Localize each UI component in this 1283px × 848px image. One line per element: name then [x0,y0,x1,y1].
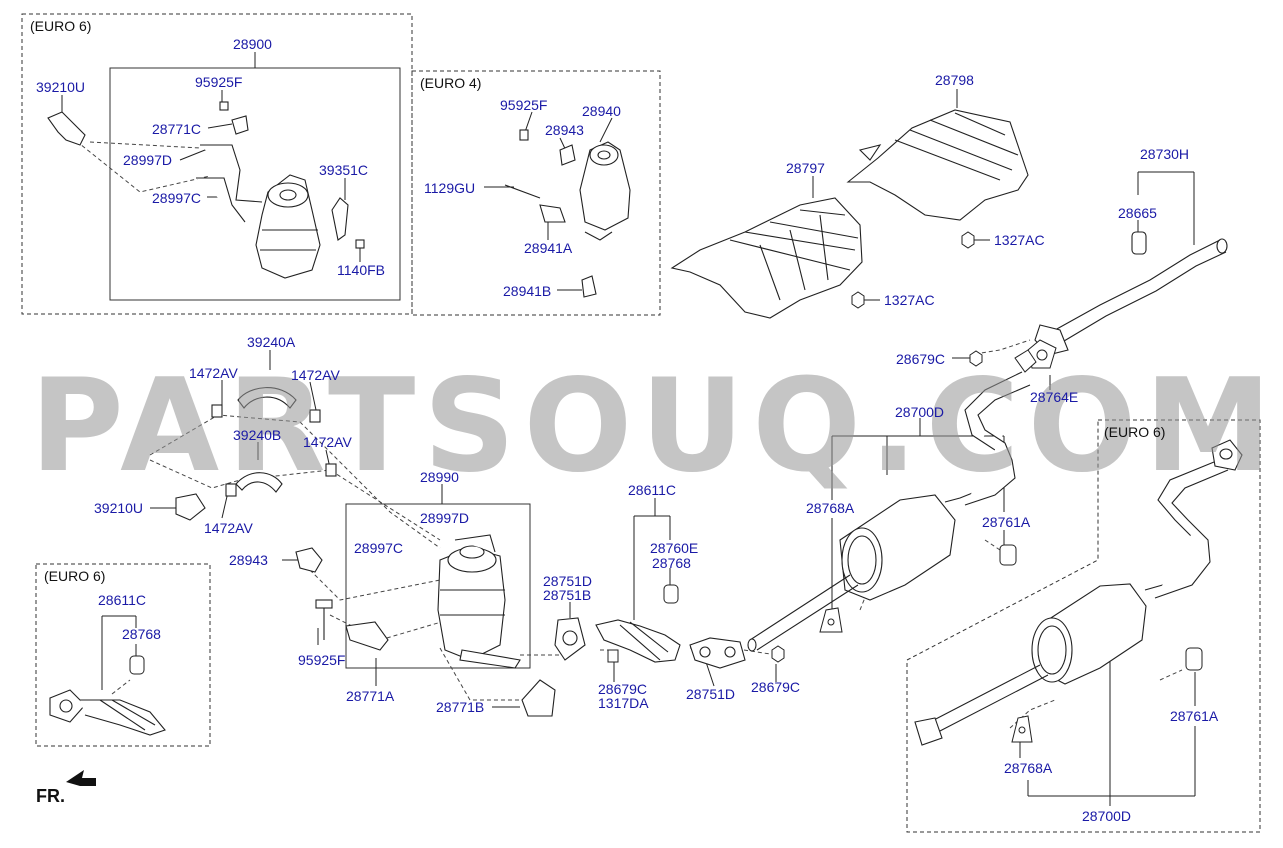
part-label-28679c-center[interactable]: 28679C [598,681,648,697]
part-label-95925f-center[interactable]: 95925F [298,652,346,668]
heat-shield-28797 [670,197,863,319]
part-label-28760e[interactable]: 28760E [650,540,699,556]
part-label-1129gu[interactable]: 1129GU [424,180,476,196]
part-label-28761a[interactable]: 28761A [982,514,1031,530]
part-label-1472av-3[interactable]: 1472AV [303,434,352,450]
part-label-1472av-2[interactable]: 1472AV [291,367,340,383]
part-label-39240a[interactable]: 39240A [247,334,296,350]
catalytic-converter-28900 [47,101,365,279]
heat-shield-28798 [846,109,1029,221]
frame-28990-assembly [345,503,531,669]
part-label-1140fb[interactable]: 1140FB [337,262,385,278]
part-label-39351c[interactable]: 39351C [319,162,369,178]
part-label-1327ac-lower[interactable]: 1327AC [884,292,935,308]
part-label-28900[interactable]: 28900 [233,36,272,52]
section-label-euro6-right: (EURO 6) [1104,424,1166,440]
part-label-28611c[interactable]: 28611C [628,482,677,498]
part-label-28611c-euro6[interactable]: 28611C [98,592,147,608]
part-label-28941b[interactable]: 28941B [503,283,552,299]
sensor-hoses [175,387,337,521]
part-label-28798[interactable]: 28798 [935,72,974,88]
part-label-28771a[interactable]: 28771A [346,688,395,704]
part-label-28943-euro4[interactable]: 28943 [545,122,584,138]
part-label-28943-center[interactable]: 28943 [229,552,268,568]
frame-euro6-left [35,563,211,747]
part-label-28751d-upper[interactable]: 28751D [543,573,593,589]
section-label-euro4: (EURO 4) [420,75,482,91]
part-label-28997c[interactable]: 28997C [152,190,202,206]
part-label-28761a-euro6[interactable]: 28761A [1170,708,1219,724]
part-label-28997d[interactable]: 28997D [123,152,173,168]
hangers [129,544,1203,743]
section-label-euro6-top: (EURO 6) [30,18,92,34]
part-label-28730h[interactable]: 28730H [1140,146,1190,162]
frame-euro6-right [906,419,1261,833]
part-label-1472av-4[interactable]: 1472AV [204,520,253,536]
part-label-1472av-1[interactable]: 1472AV [189,365,238,381]
part-label-1317da[interactable]: 1317DA [598,695,649,711]
part-label-95925f[interactable]: 95925F [195,74,243,90]
part-label-28679c-upper[interactable]: 28679C [896,351,946,367]
part-label-28940[interactable]: 28940 [582,103,621,119]
front-pipe-28611C [554,617,746,669]
section-label-euro6-left: (EURO 6) [44,568,106,584]
part-label-28768-euro6[interactable]: 28768 [122,626,161,642]
part-label-28997d-center[interactable]: 28997D [420,510,470,526]
part-label-39210u-center[interactable]: 39210U [94,500,144,516]
part-label-1327ac-upper[interactable]: 1327AC [994,232,1045,248]
nuts [607,231,983,663]
part-label-28751b[interactable]: 28751B [543,587,592,603]
frame-euro4 [411,70,661,316]
part-label-28764e[interactable]: 28764E [1030,389,1079,405]
part-label-28941a[interactable]: 28941A [524,240,573,256]
part-label-28679c-lower[interactable]: 28679C [751,679,801,695]
part-label-28768a[interactable]: 28768A [806,500,855,516]
part-label-39240b[interactable]: 39240B [233,427,282,443]
gasket-28764E [1014,339,1057,373]
part-label-28771b[interactable]: 28771B [436,699,485,715]
part-label-28700d[interactable]: 28700D [895,404,945,420]
part-label-28990[interactable]: 28990 [420,469,459,485]
part-label-28700d-euro6[interactable]: 28700D [1082,808,1132,824]
part-label-28768a-euro6[interactable]: 28768A [1004,760,1053,776]
part-label-28997c-center[interactable]: 28997C [354,540,404,556]
part-label-28797[interactable]: 28797 [786,160,825,176]
part-label-39210u[interactable]: 39210U [36,79,86,95]
front-pipe-euro6-left [49,689,166,736]
part-label-28768[interactable]: 28768 [652,555,691,571]
catalytic-converter-28990 [295,534,556,717]
muffler-28700D [747,371,1031,652]
part-label-95925f-euro4[interactable]: 95925F [500,97,548,113]
part-label-28771c[interactable]: 28771C [152,121,202,137]
front-arrow-icon [66,770,96,786]
catalytic-converter-euro4 [504,129,631,298]
tail-pipe-28730H [1034,231,1228,356]
part-label-28665[interactable]: 28665 [1118,205,1157,221]
part-label-28751d-lower[interactable]: 28751D [686,686,736,702]
orientation-label: FR. [36,786,65,806]
muffler-euro6-right [914,439,1243,746]
